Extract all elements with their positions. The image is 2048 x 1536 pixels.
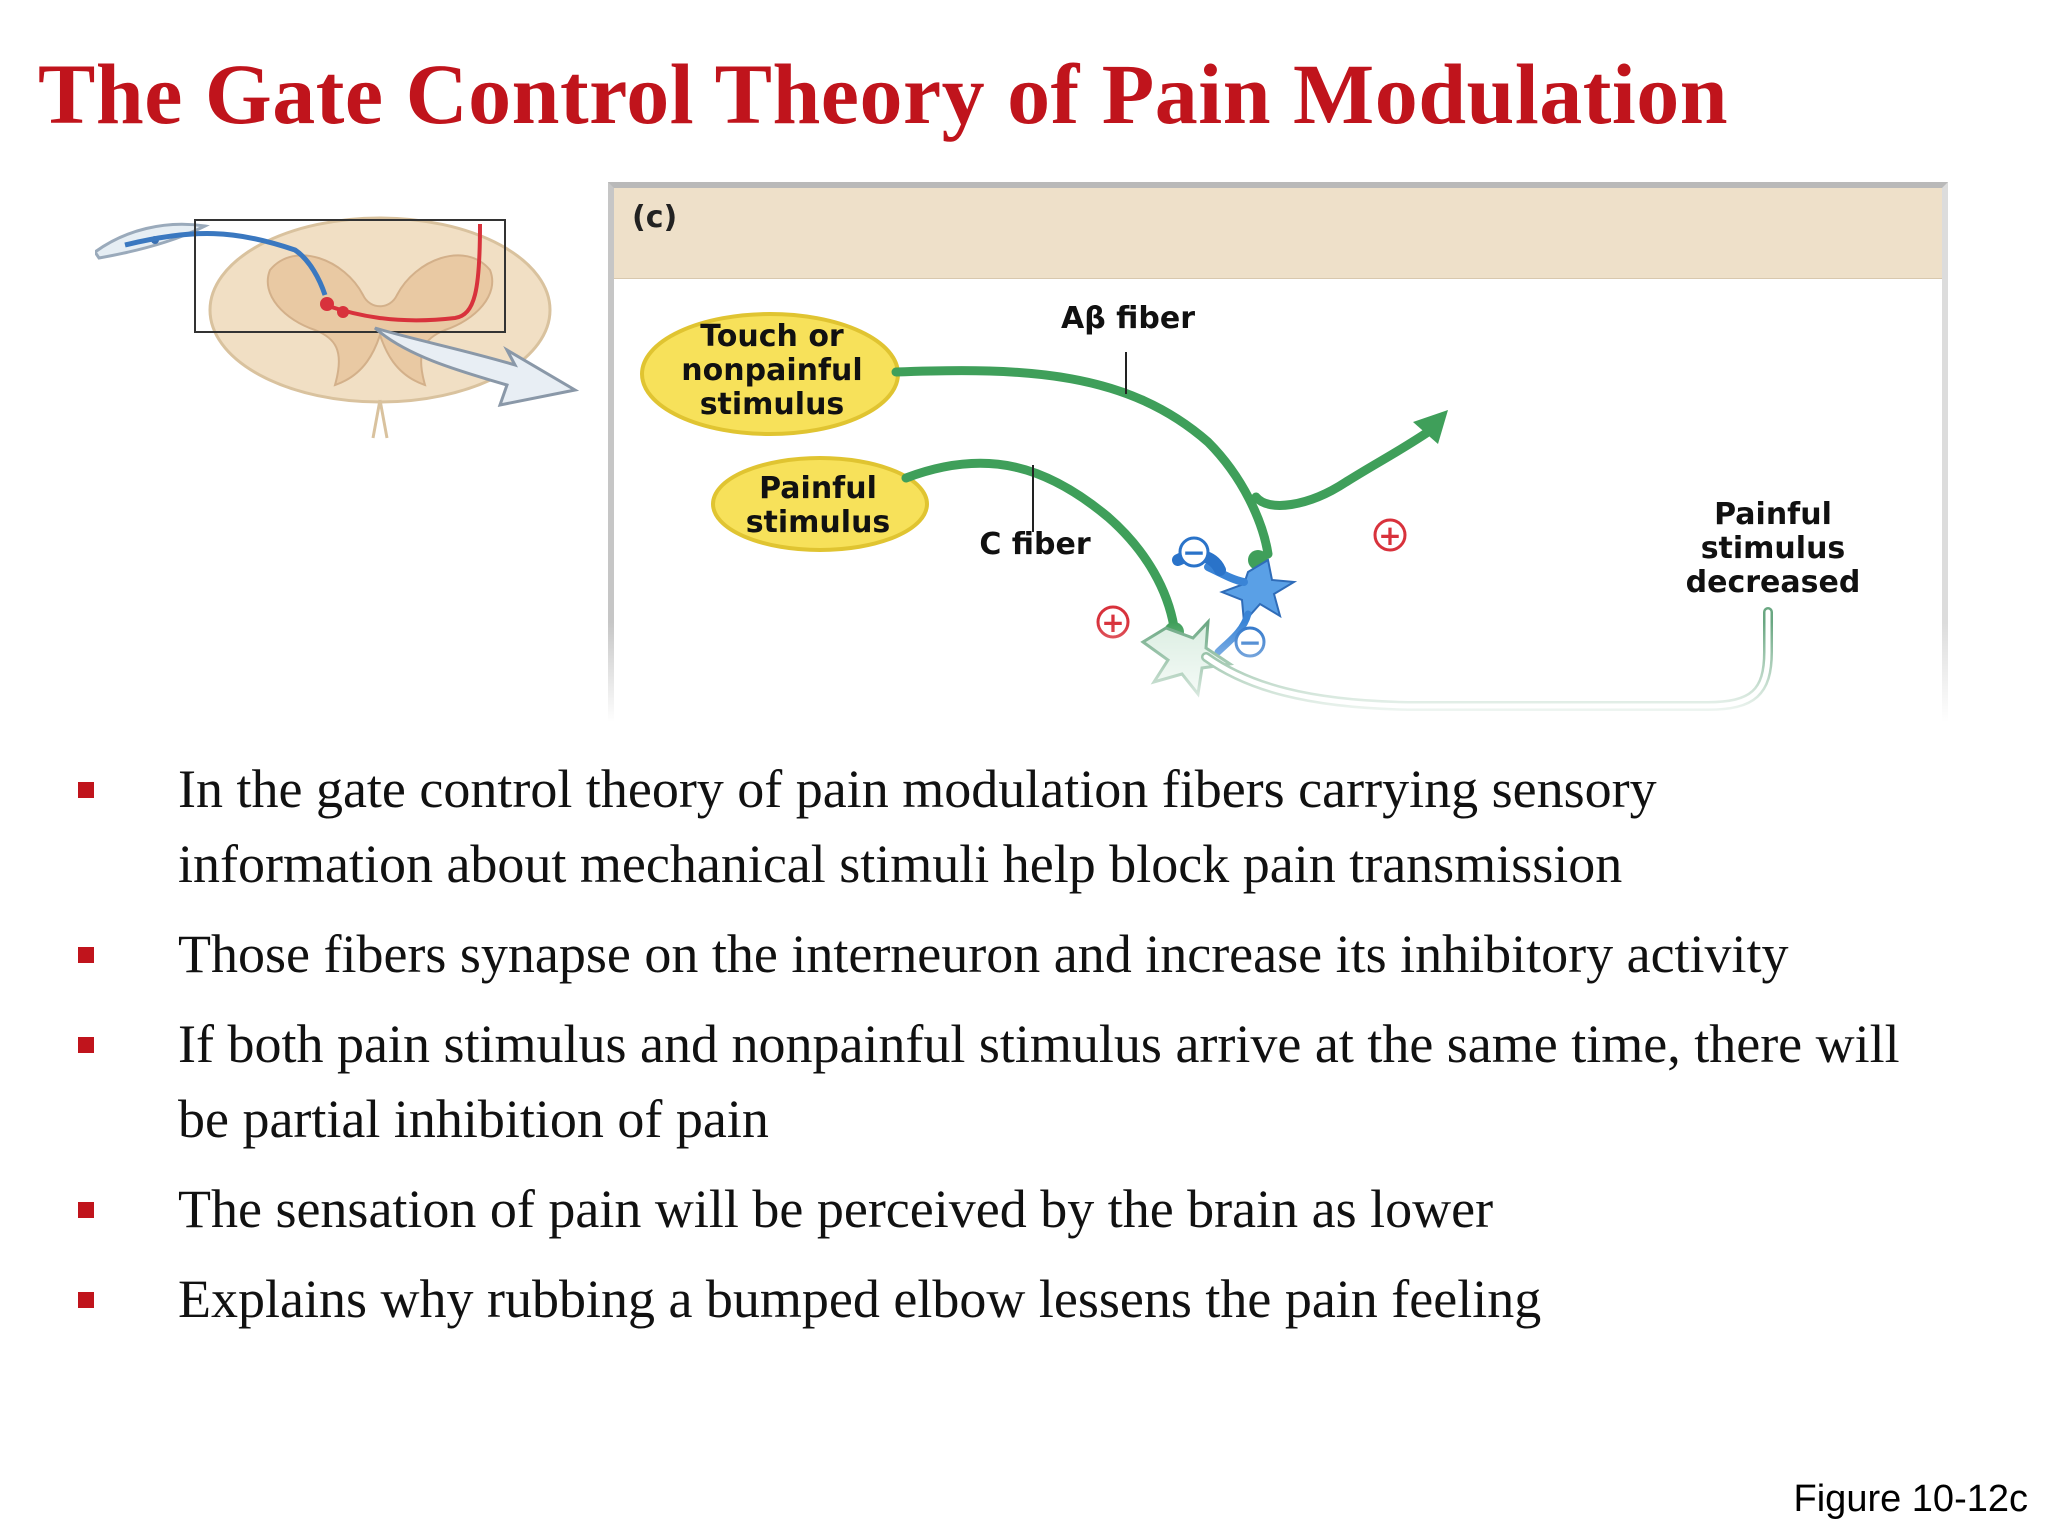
bullet-item: In the gate control theory of pain modul…	[70, 752, 1900, 902]
gate-control-diagram: (c)	[608, 182, 1952, 727]
figure-reference: Figure 10-12c	[1793, 1478, 2028, 1520]
ab-fiber-ascending-branch	[1251, 427, 1433, 510]
pain-decreased-label: Painful stimulus decreased	[1685, 497, 1861, 600]
panel-frame	[608, 182, 1948, 723]
slide-title: The Gate Control Theory of Pain Modulati…	[38, 46, 1729, 142]
bullet-square-icon	[78, 1202, 94, 1218]
c-fiber-label: C fiber	[979, 527, 1091, 562]
c-fiber	[901, 458, 1179, 632]
red-ascending-path	[324, 223, 482, 323]
interneuron-axon-to-cfiber	[1204, 563, 1248, 586]
bullet-square-icon	[78, 1037, 94, 1053]
plus-sign-ab	[1373, 518, 1407, 552]
inset-box	[194, 219, 506, 333]
minus-sign-interneuron-glyph: −	[1182, 536, 1205, 569]
spinal-cord-thumbnail	[95, 216, 580, 439]
ab-fiber	[891, 366, 1273, 559]
ascending-arrowhead	[1413, 410, 1448, 444]
bullet-square-icon	[78, 782, 94, 798]
painful-stimulus-oval	[711, 456, 929, 552]
midline-notch	[371, 399, 389, 439]
red-synapse-dot-2	[337, 306, 349, 318]
bullet-list: In the gate control theory of pain modul…	[70, 752, 1900, 1352]
interneuron-body	[1219, 558, 1298, 625]
ab-fiber-label: Aβ fiber	[1061, 301, 1195, 336]
red-synapse-dot	[320, 297, 334, 311]
panel-header	[614, 188, 1946, 279]
bullet-item: Explains why rubbing a bumped elbow less…	[70, 1262, 1900, 1337]
painful-stimulus-label: Painful stimulus	[745, 471, 891, 540]
inset-arrow	[373, 326, 580, 407]
bullet-square-icon	[78, 947, 94, 963]
bullet-square-icon	[78, 1292, 94, 1308]
touch-stimulus-label: Touch or nonpainful stimulus	[681, 319, 863, 422]
bullet-item: If both pain stimulus and nonpainful sti…	[70, 1007, 1900, 1157]
blue-afferent-path	[124, 231, 328, 296]
bullet-item: The sensation of pain will be perceived …	[70, 1172, 1900, 1247]
bullet-item: Those fibers synapse on the interneuron …	[70, 917, 1900, 992]
panel-label: (c)	[632, 200, 678, 235]
minus-sign-interneuron	[1178, 536, 1210, 568]
plus-sign-ab-glyph: +	[1378, 519, 1401, 552]
panel-bottom-fade	[608, 622, 1952, 727]
